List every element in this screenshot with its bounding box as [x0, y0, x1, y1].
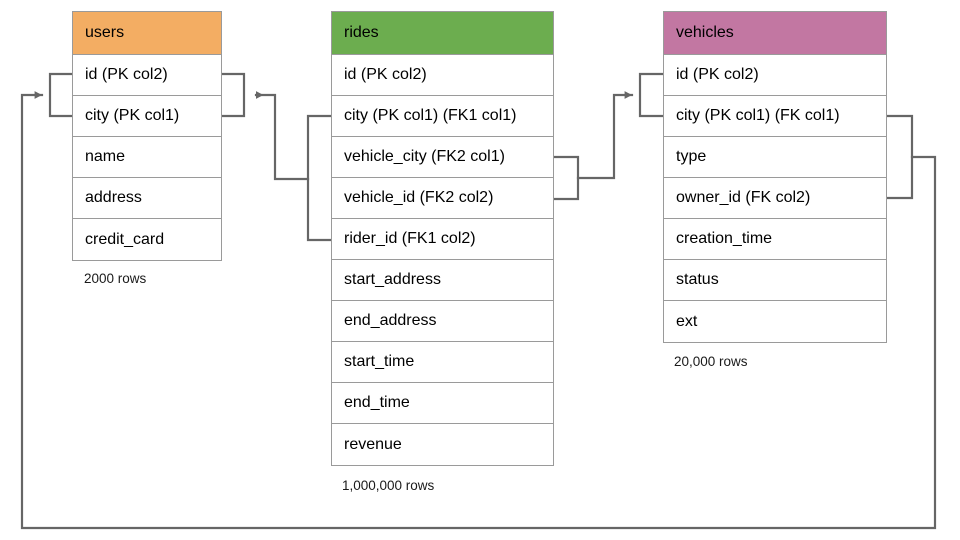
- column-label: vehicle_id (FK2 col2): [344, 189, 494, 206]
- table-rides-column-revenue[interactable]: revenue: [332, 424, 553, 465]
- table-vehicles-column-ext[interactable]: ext: [664, 301, 886, 342]
- table-users-row-count: 2000 rows: [84, 271, 147, 286]
- connector-vehicles-left-bracket: [638, 72, 665, 118]
- table-rides-title: rides: [344, 24, 379, 41]
- table-rides-column-vehicle-city[interactable]: vehicle_city (FK2 col1): [332, 137, 553, 178]
- table-vehicles-column-creation-time[interactable]: creation_time: [664, 219, 886, 260]
- connector-users-right-bracket: [220, 72, 246, 118]
- column-label: id (PK col2): [676, 66, 759, 83]
- column-label: id (PK col2): [85, 66, 168, 83]
- column-label: name: [85, 148, 126, 165]
- column-label: end_time: [344, 394, 410, 411]
- table-rides-column-end-time[interactable]: end_time: [332, 383, 553, 424]
- column-label: address: [85, 189, 142, 206]
- table-vehicles-column-status[interactable]: status: [664, 260, 886, 301]
- connector-fk1-rides-to-users: [254, 91, 310, 181]
- table-vehicles-row-count: 20,000 rows: [674, 354, 748, 369]
- column-label: start_time: [344, 353, 415, 370]
- table-vehicles[interactable]: vehicles id (PK col2) city (PK col1) (FK…: [663, 11, 887, 343]
- column-label: end_address: [344, 312, 437, 329]
- column-label: city (PK col1) (FK col1): [676, 107, 840, 124]
- connector-users-left-bracket: [48, 72, 74, 118]
- column-label: city (PK col1) (FK1 col1): [344, 107, 517, 124]
- table-rides[interactable]: rides id (PK col2) city (PK col1) (FK1 c…: [331, 11, 554, 466]
- column-label: creation_time: [676, 230, 773, 247]
- table-vehicles-title: vehicles: [676, 24, 734, 41]
- table-users-column-address[interactable]: address: [73, 178, 221, 219]
- column-label: id (PK col2): [344, 66, 427, 83]
- column-label: vehicle_city (FK2 col1): [344, 148, 505, 165]
- table-users[interactable]: users id (PK col2) city (PK col1) name a…: [72, 11, 222, 261]
- table-users-header: users: [73, 12, 221, 55]
- connector-fk2-rides-to-vehicles: [576, 91, 634, 180]
- table-vehicles-header: vehicles: [664, 12, 886, 55]
- column-label: credit_card: [85, 230, 165, 248]
- column-label: type: [676, 148, 707, 165]
- table-rides-column-start-address[interactable]: start_address: [332, 260, 553, 301]
- table-vehicles-column-city[interactable]: city (PK col1) (FK col1): [664, 96, 886, 137]
- table-users-column-city[interactable]: city (PK col1): [73, 96, 221, 137]
- column-label: rider_id (FK1 col2): [344, 230, 476, 247]
- column-label: status: [676, 271, 719, 288]
- table-users-column-name[interactable]: name: [73, 137, 221, 178]
- table-rides-column-rider-id[interactable]: rider_id (FK1 col2): [332, 219, 553, 260]
- table-rides-column-end-address[interactable]: end_address: [332, 301, 553, 342]
- connector-rides-fk2-bracket: [552, 155, 580, 201]
- table-rides-column-city[interactable]: city (PK col1) (FK1 col1): [332, 96, 553, 137]
- table-users-column-credit-card[interactable]: credit_card: [73, 219, 221, 260]
- connector-vehicles-fk-bracket: [885, 114, 914, 200]
- table-rides-header: rides: [332, 12, 553, 55]
- column-label: start_address: [344, 271, 441, 288]
- table-users-title: users: [85, 24, 125, 41]
- column-label: ext: [676, 312, 698, 330]
- table-users-column-id[interactable]: id (PK col2): [73, 55, 221, 96]
- column-label: owner_id (FK col2): [676, 189, 811, 206]
- table-vehicles-column-type[interactable]: type: [664, 137, 886, 178]
- table-rides-column-id[interactable]: id (PK col2): [332, 55, 553, 96]
- table-rides-row-count: 1,000,000 rows: [342, 478, 435, 493]
- table-rides-column-start-time[interactable]: start_time: [332, 342, 553, 383]
- connector-rides-fk1-bracket: [306, 114, 333, 242]
- table-vehicles-column-id[interactable]: id (PK col2): [664, 55, 886, 96]
- column-label: city (PK col1): [85, 107, 180, 124]
- table-vehicles-column-owner-id[interactable]: owner_id (FK col2): [664, 178, 886, 219]
- table-rides-column-vehicle-id[interactable]: vehicle_id (FK2 col2): [332, 178, 553, 219]
- column-label: revenue: [344, 435, 402, 453]
